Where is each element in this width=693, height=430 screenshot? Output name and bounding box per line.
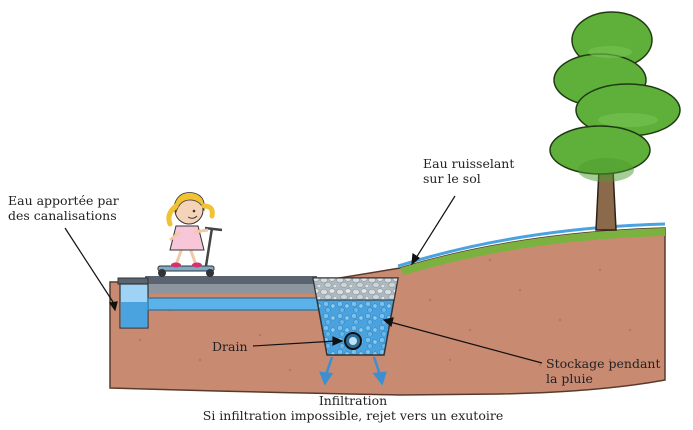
label-stockage-line2: la pluie bbox=[546, 371, 593, 386]
pavement-top bbox=[145, 276, 317, 284]
label-ruisselant: Eau ruisselant sur le sol bbox=[423, 156, 514, 186]
storage-gravel-top bbox=[312, 277, 399, 301]
label-canalisations-line1: Eau apportée par bbox=[8, 193, 119, 208]
label-ruisselant-line2: sur le sol bbox=[423, 171, 481, 186]
runoff-water bbox=[397, 222, 666, 268]
feed-pipe bbox=[147, 297, 329, 311]
pavement-base bbox=[145, 284, 317, 294]
child-on-scooter bbox=[157, 192, 223, 277]
grass-slope bbox=[400, 228, 665, 275]
inlet-chamber-water bbox=[121, 302, 147, 327]
label-infiltration-line1: Infiltration bbox=[318, 393, 388, 408]
label-stockage: Stockage pendant la pluie bbox=[546, 356, 661, 386]
label-drain: Drain bbox=[212, 339, 248, 354]
leader-lines bbox=[64, 195, 543, 364]
infiltration-arrows bbox=[319, 356, 387, 386]
label-infiltration-line2: Si infiltration impossible, rejet vers u… bbox=[202, 408, 504, 423]
label-infiltration: Infiltration Si infiltration impossible,… bbox=[188, 393, 518, 423]
label-canalisations: Eau apportée par des canalisations bbox=[8, 193, 119, 223]
inlet-chamber-rim bbox=[117, 277, 149, 285]
label-stockage-line1: Stockage pendant bbox=[546, 356, 661, 371]
tree bbox=[549, 11, 681, 231]
label-canalisations-line2: des canalisations bbox=[8, 208, 117, 223]
label-ruisselant-line1: Eau ruisselant bbox=[423, 156, 515, 171]
